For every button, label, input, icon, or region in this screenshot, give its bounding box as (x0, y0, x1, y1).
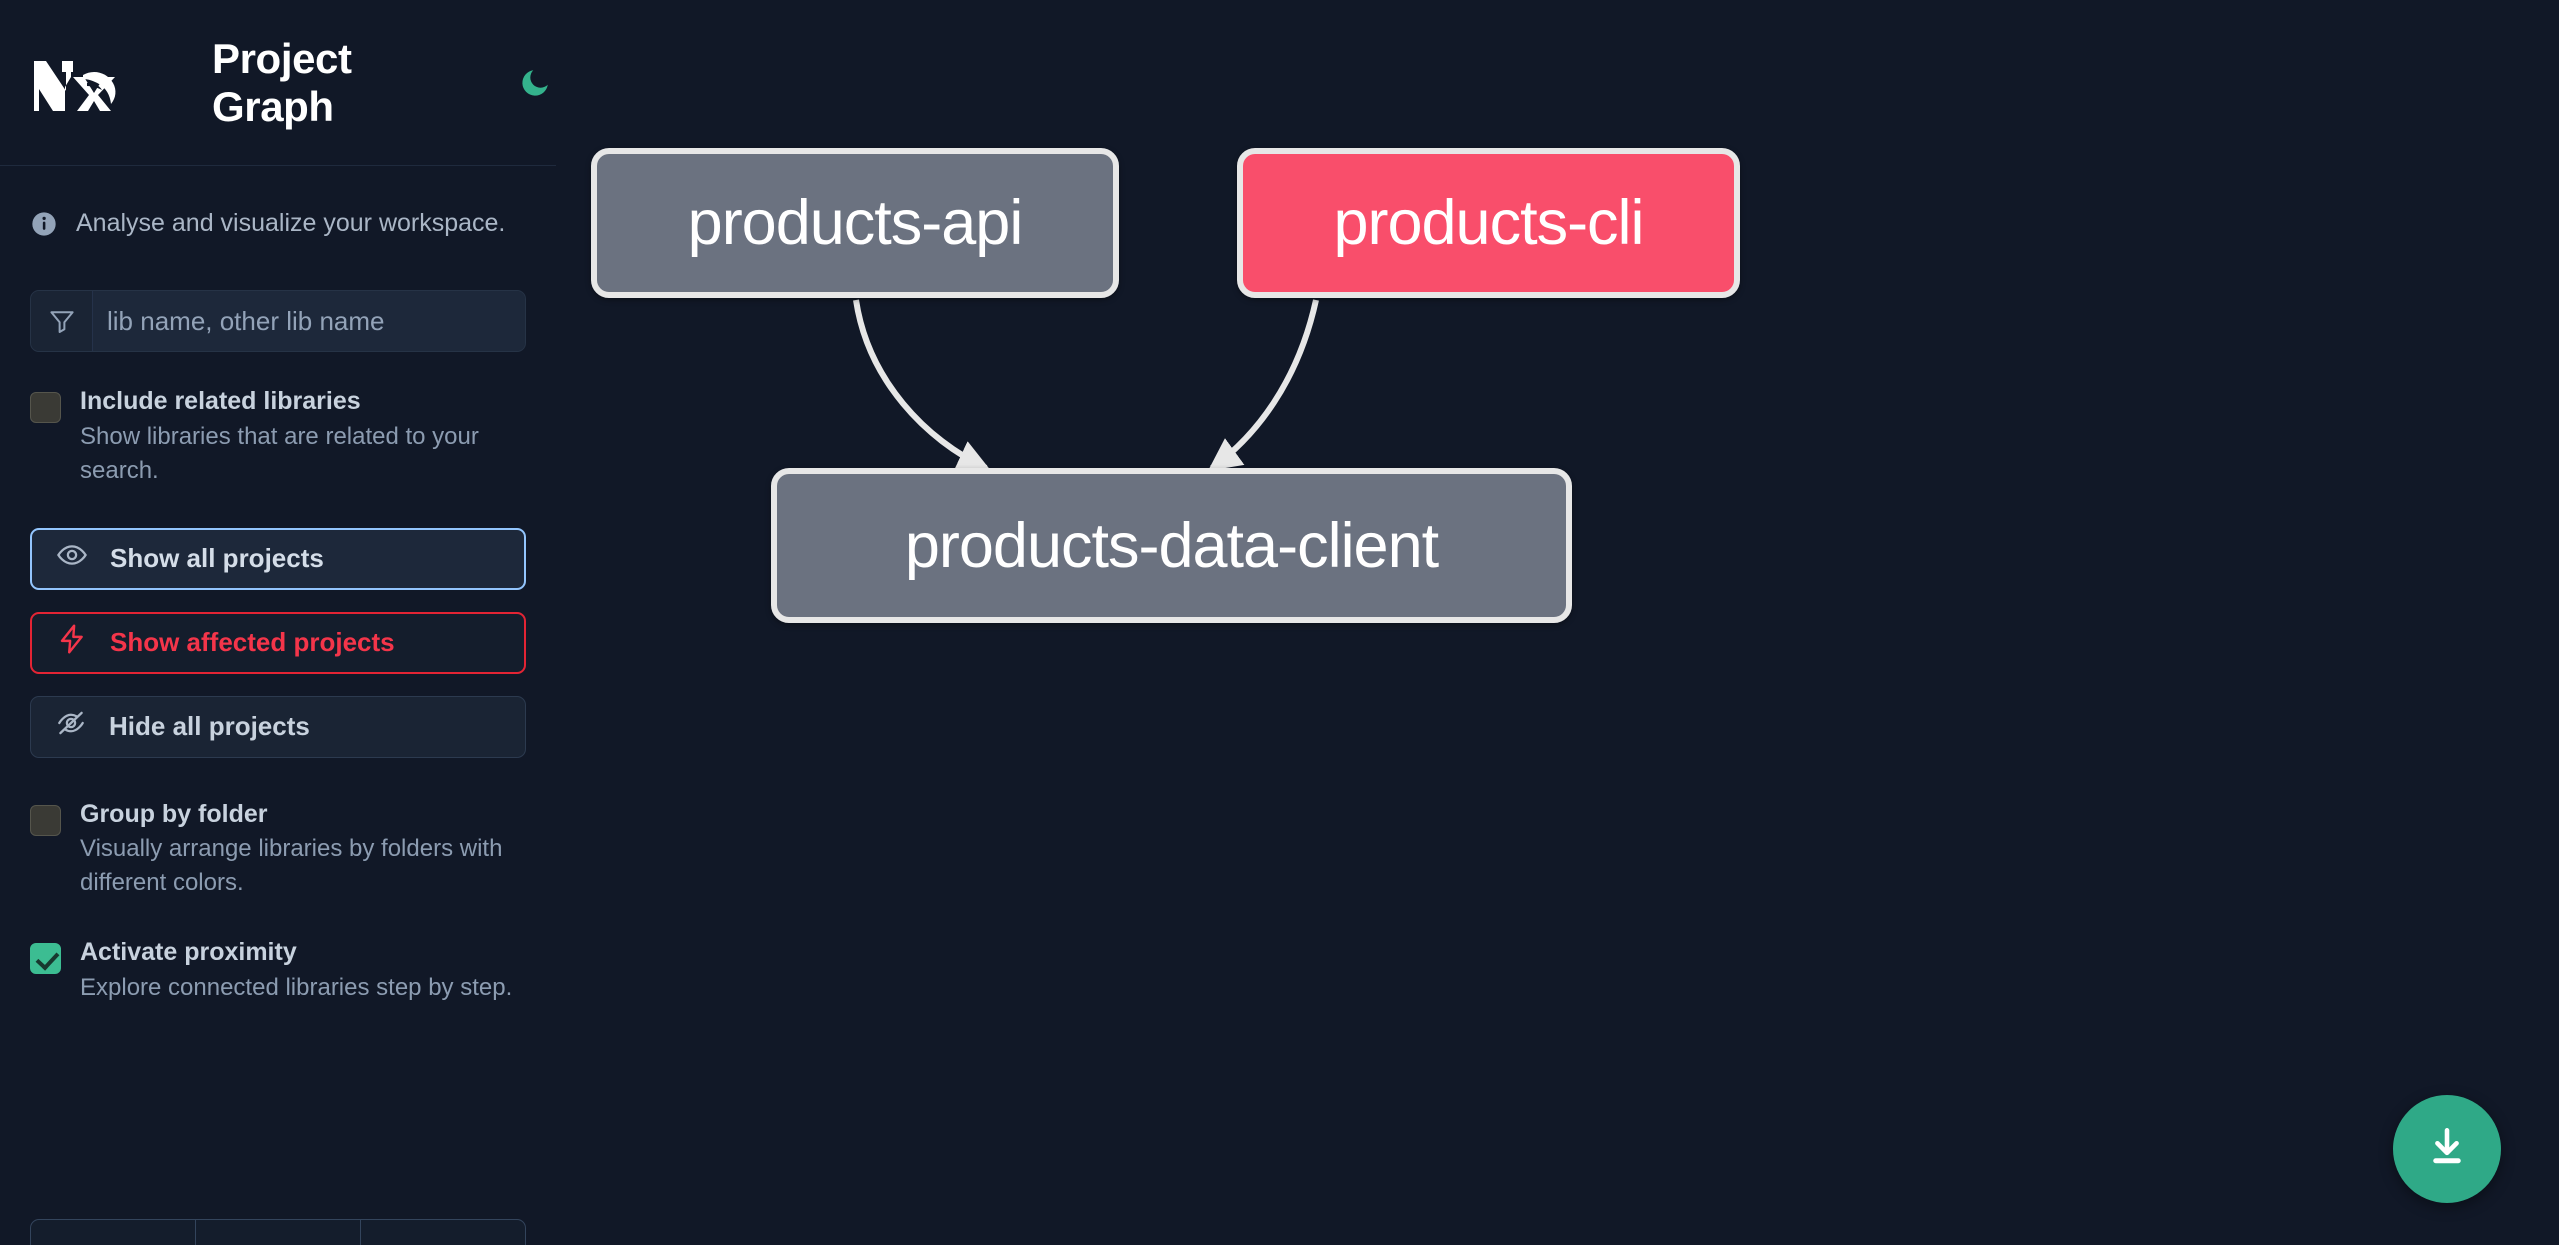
include-related-libraries-checkbox[interactable] (30, 392, 61, 423)
show-all-projects-button[interactable]: Show all projects (30, 527, 526, 590)
graph-node-label: products-data-client (904, 510, 1439, 581)
graph-node-label: products-api (687, 188, 1024, 258)
graph-node-products-cli[interactable]: products-cli (1237, 148, 1740, 298)
graph-node-products-data-client[interactable]: products-data-client (771, 468, 1572, 623)
show-affected-projects-button[interactable]: Show affected projects (30, 611, 526, 674)
segment-1[interactable] (31, 1220, 196, 1245)
funnel-filter-icon (31, 291, 93, 351)
page-title: Project Graph (212, 34, 352, 130)
option-description: Visually arrange libraries by folders wi… (80, 835, 503, 897)
download-icon (2422, 1122, 2472, 1177)
sidebar-body: Include related libraries Show libraries… (0, 290, 556, 1005)
filter-search-box[interactable] (30, 290, 526, 352)
sidebar-subtitle: Analyse and visualize your workspace. (0, 166, 556, 238)
sidebar-subtitle-text: Analyse and visualize your workspace. (76, 209, 506, 238)
lightning-bolt-icon (56, 623, 88, 662)
edge-products-cli-to-products-data-client (1207, 299, 1319, 471)
eye-off-icon (55, 707, 87, 746)
option-label: Activate proximity (80, 938, 297, 967)
graph-node-label: products-cli (1333, 188, 1644, 258)
proximity-step-segmented-control[interactable] (30, 1219, 526, 1245)
segment-3[interactable] (361, 1220, 525, 1245)
option-include-related-libraries[interactable]: Include related libraries Show libraries… (30, 387, 526, 488)
eye-icon (56, 539, 88, 578)
option-activate-proximity[interactable]: Activate proximity Explore connected lib… (30, 938, 526, 1005)
graph-node-products-api[interactable]: products-api (591, 148, 1119, 298)
option-description: Show libraries that are related to your … (80, 422, 479, 484)
graph-canvas[interactable]: products-api products-cli products-data-… (556, 0, 2559, 1245)
edge-products-api-to-products-data-client (853, 299, 991, 472)
nx-logo-icon (30, 53, 122, 113)
download-graph-button[interactable] (2393, 1095, 2501, 1203)
sidebar-header: Project Graph (0, 0, 556, 166)
show-affected-projects-label: Show affected projects (110, 627, 395, 658)
info-circle-icon (30, 210, 58, 238)
option-group-by-folder[interactable]: Group by folder Visually arrange librari… (30, 800, 526, 901)
search-input[interactable] (93, 291, 525, 351)
hide-all-projects-button[interactable]: Hide all projects (30, 695, 526, 758)
hide-all-projects-label: Hide all projects (109, 711, 310, 742)
option-label: Include related libraries (80, 387, 361, 415)
segment-2[interactable] (196, 1220, 361, 1245)
group-by-folder-checkbox[interactable] (30, 804, 61, 836)
graph-edges (853, 299, 1319, 472)
activate-proximity-checkbox[interactable] (30, 943, 61, 975)
option-label: Group by folder (80, 799, 268, 828)
option-description: Explore connected libraries step by step… (80, 973, 513, 1001)
moon-icon[interactable] (513, 61, 556, 105)
sidebar: Project Graph Analyse and visualize your… (0, 0, 556, 1245)
show-all-projects-label: Show all projects (110, 543, 324, 574)
